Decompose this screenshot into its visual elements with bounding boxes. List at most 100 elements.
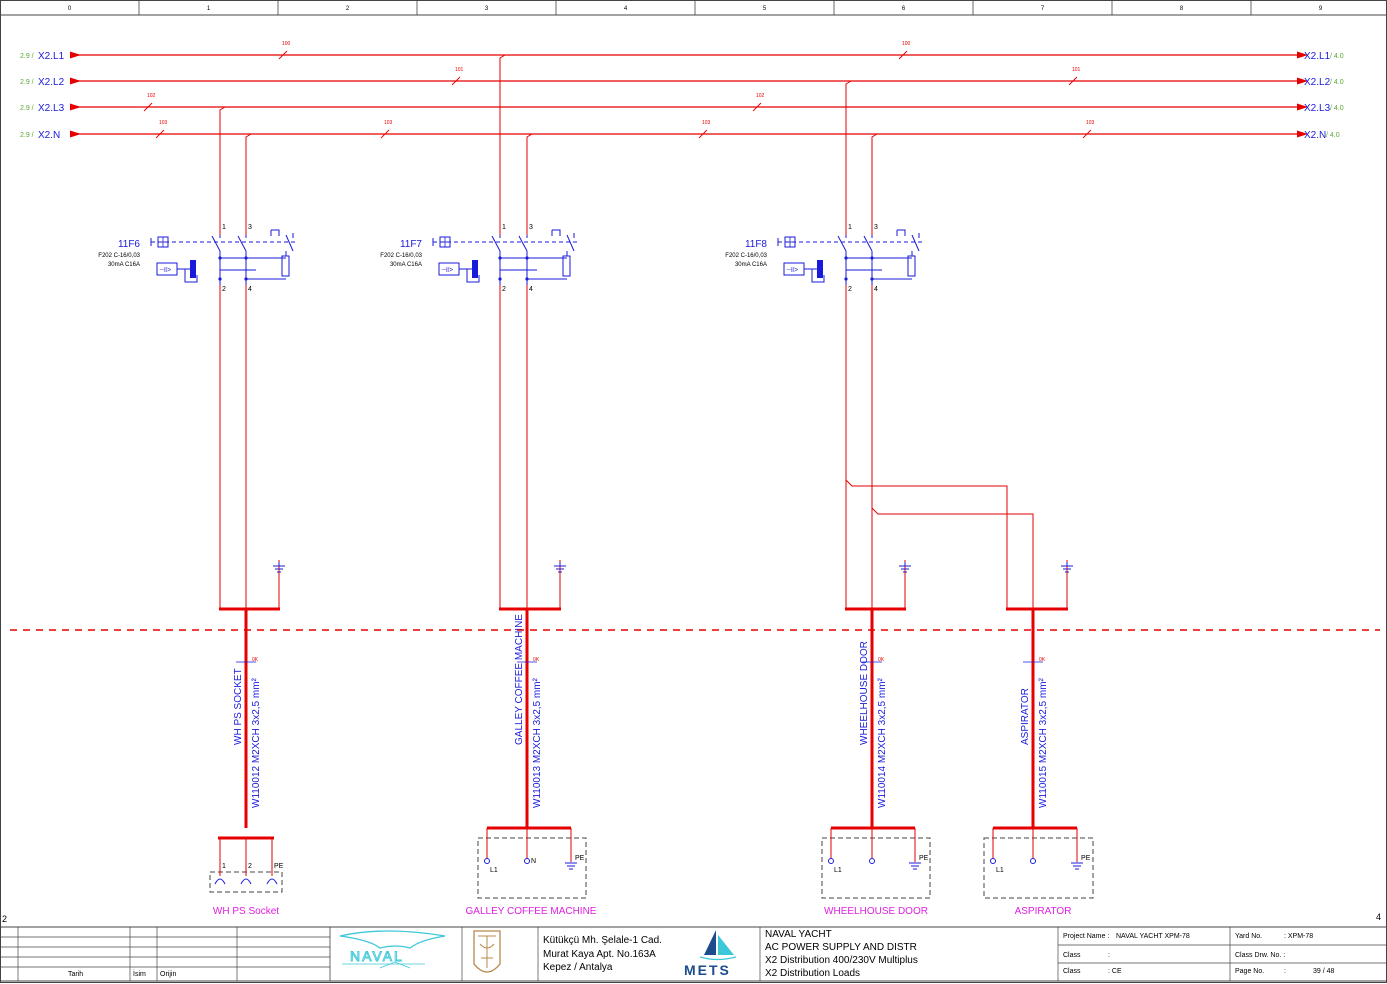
class-label-1: Class — [1063, 952, 1081, 959]
wire-mark-number: 102 — [756, 93, 765, 99]
column-number: 8 — [1180, 6, 1184, 12]
terminal-1: 1 — [502, 224, 506, 231]
load-terminal: PE — [575, 855, 585, 862]
rcd-symbol: ⊣I> — [441, 267, 453, 274]
cable-mark-number: 0K — [533, 657, 540, 663]
cable-mark-number: 0K — [878, 657, 885, 663]
contact-blade — [837, 235, 847, 252]
socket-pin-icon — [214, 878, 226, 885]
test-loop — [552, 229, 561, 236]
wire-mark-tick — [698, 129, 708, 139]
column-number: 1 — [207, 6, 211, 12]
load-enclosure — [477, 837, 587, 899]
wire-mark-tick — [278, 50, 288, 60]
load-title: WHEELHOUSE DOOR — [824, 906, 928, 917]
bus-ref-out: / 4.0 — [1330, 53, 1344, 60]
terminal-circle-icon — [484, 858, 490, 864]
breaker-tag: 11F8 — [745, 239, 767, 250]
terminal-1: 1 — [222, 224, 226, 231]
wire-mark-tick — [143, 102, 153, 112]
project-name-value: NAVAL YACHT XPM-78 — [1116, 933, 1190, 940]
load-title: ASPIRATOR — [1015, 906, 1072, 917]
column-number: 5 — [763, 6, 767, 12]
breaker-spec: F202 C-16/0,03 — [725, 253, 767, 259]
column-number: 0 — [68, 6, 72, 12]
bus-ref-in: 2.9 / — [20, 79, 34, 86]
bus-arrow-left — [70, 103, 81, 111]
test-blade — [285, 234, 294, 252]
page-no-label: Page No. — [1235, 968, 1264, 975]
branch-wire-aspirator-n — [871, 507, 1034, 608]
cable-mark-number: 0K — [1039, 657, 1046, 663]
bus-arrow-right — [1297, 77, 1308, 85]
bus-ref-in: 2.9 / — [20, 105, 34, 112]
wire-mark-number: 103 — [1086, 120, 1095, 126]
bus-label-right: X2.L3 — [1304, 103, 1331, 114]
rev-header-date: Tarih — [68, 971, 83, 978]
wire-mark-number: 103 — [384, 120, 393, 126]
bus-arrow-left — [70, 51, 81, 59]
bus-tap — [871, 133, 878, 142]
rcd-coil — [472, 260, 478, 278]
terminal-circle-icon — [828, 858, 834, 864]
column-number: 9 — [1319, 6, 1323, 12]
load-terminal: 2 — [248, 863, 252, 870]
breaker-rating: 30mA C16A — [390, 262, 422, 268]
wire-mark-number: 100 — [902, 41, 911, 47]
wire-mark-number: 102 — [147, 93, 156, 99]
bus-tap — [245, 133, 252, 142]
wire-mark-number: 103 — [702, 120, 711, 126]
test-resistor — [907, 255, 916, 277]
wire-mark-tick — [752, 102, 762, 112]
test-resistor — [281, 255, 290, 277]
bus-label-right: X2.L2 — [1304, 77, 1331, 88]
crest-logo — [473, 930, 501, 973]
load-title: GALLEY COFFEE MACHINE — [466, 906, 597, 917]
wire-mark-tick — [898, 50, 908, 60]
load-terminal: PE — [1081, 855, 1091, 862]
rcd-return — [811, 269, 825, 283]
branch-wiring — [219, 54, 1034, 608]
class-value-2: : CE — [1108, 968, 1122, 975]
wire-mark-tick — [1082, 129, 1092, 139]
bus-arrow-right — [1297, 103, 1308, 111]
company-address-line1: Kütükçü Mh. Şelale-1 Cad. — [543, 935, 662, 946]
terminal-circle-icon — [990, 858, 996, 864]
bus-arrow-left — [70, 130, 81, 138]
bus-arrow-left — [70, 77, 81, 85]
revision-table: Tarih İsim Orijin — [0, 927, 331, 981]
test-loop — [271, 229, 280, 236]
load-enclosure — [983, 837, 1094, 899]
rev-header-origin: Orijin — [160, 971, 176, 978]
contact-blade — [491, 235, 501, 252]
bus-ref-out: / 4.0 — [1330, 79, 1344, 86]
junction-dot — [844, 277, 848, 281]
sheet-ref-right: 4 — [1376, 912, 1381, 922]
bus-tap — [845, 80, 852, 89]
bus-label-right: X2.L1 — [1304, 51, 1331, 62]
cable-mark-number: 0K — [252, 657, 259, 663]
bus-ref-in: 2.9 / — [20, 132, 34, 139]
contact-blade — [211, 235, 221, 252]
breaker-rating: 30mA C16A — [108, 262, 140, 268]
cable-load-name: WH PS SOCKET — [233, 668, 244, 745]
junction-dot — [218, 277, 222, 281]
load-title: WH PS Socket — [213, 906, 279, 917]
wire-mark-tick — [155, 129, 165, 139]
column-number: 3 — [485, 6, 489, 12]
breaker-spec: F202 C-16/0,03 — [380, 253, 422, 259]
bus-tap — [499, 54, 506, 63]
load-terminal: PE — [274, 863, 284, 870]
